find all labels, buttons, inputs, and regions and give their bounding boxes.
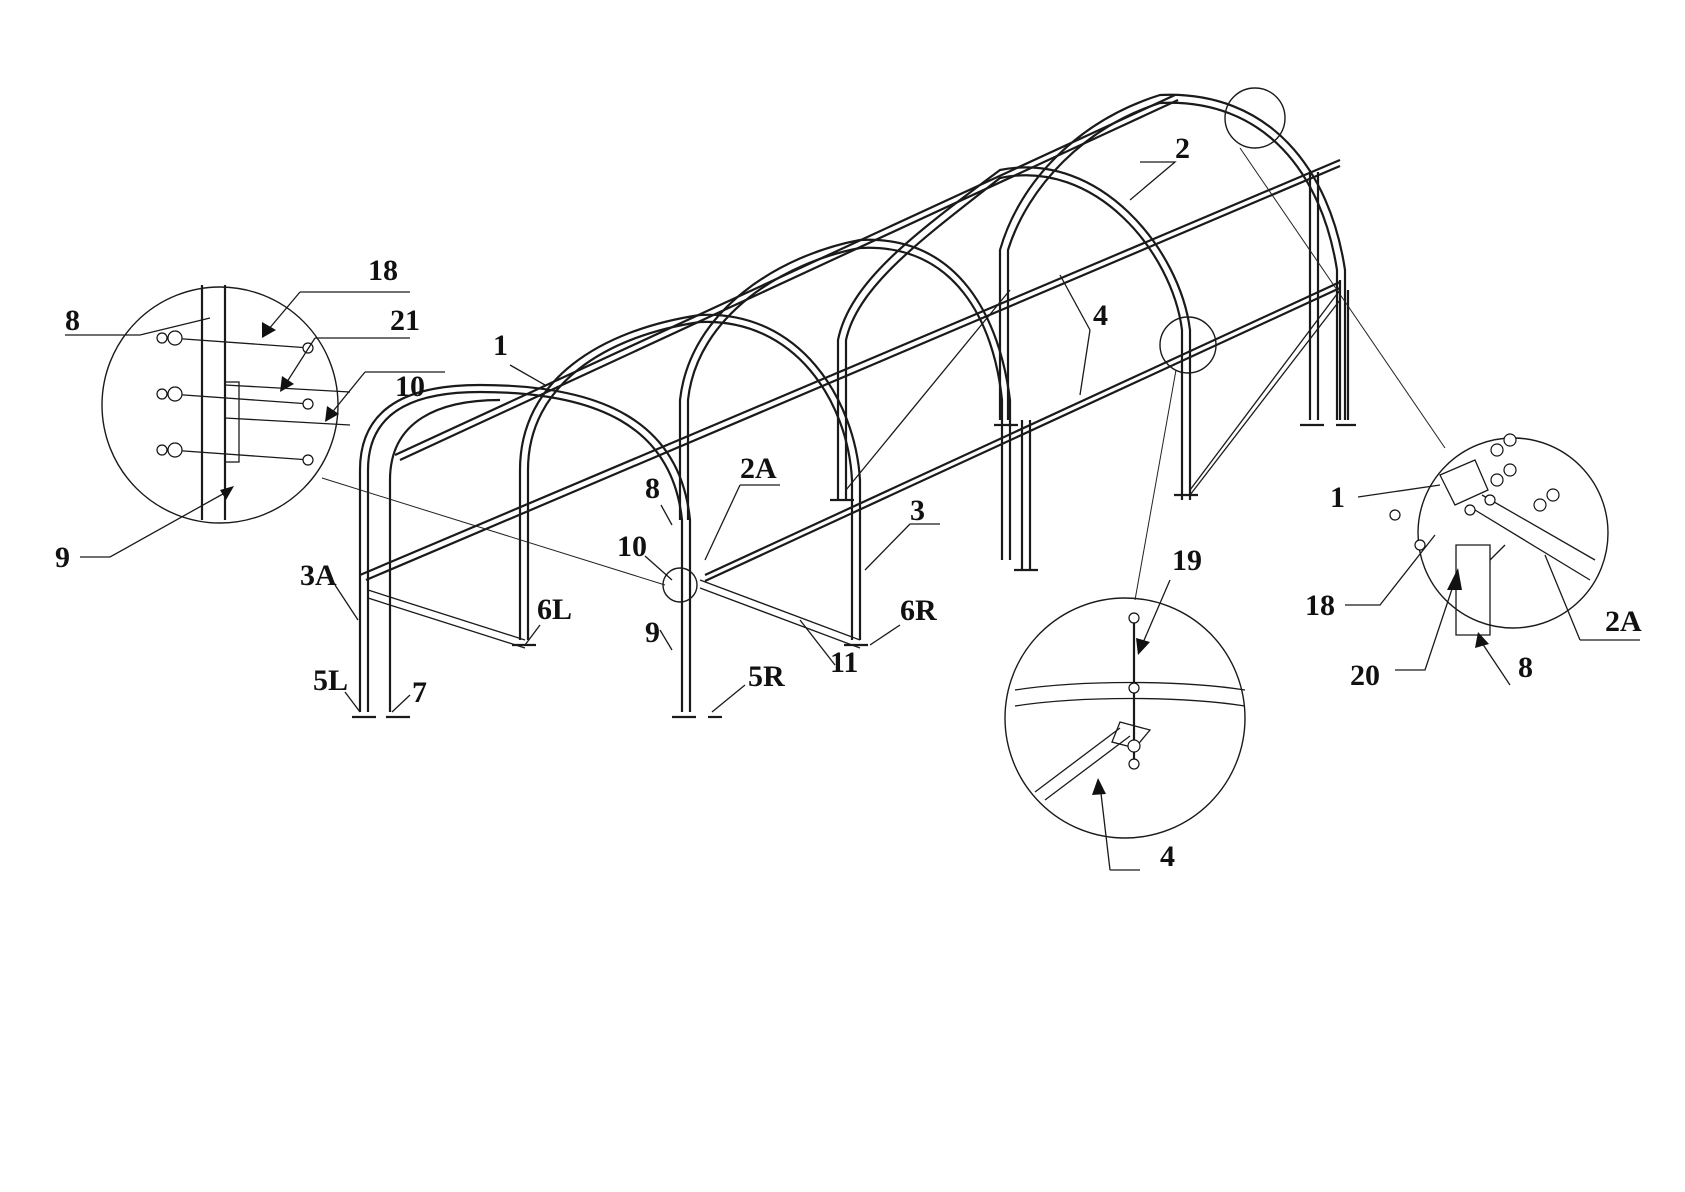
detail-circle-bottom <box>1005 598 1245 838</box>
leader-7 <box>392 695 410 712</box>
label-4-main: 4 <box>1093 299 1108 332</box>
leader-4-main <box>1060 275 1090 395</box>
leader-18-left-arrow <box>268 292 300 330</box>
label-3: 3 <box>910 494 925 527</box>
label-2A-right: 2A <box>1605 605 1642 638</box>
arch-5-rear <box>1000 95 1348 420</box>
ref-circle-mid <box>1160 317 1216 373</box>
side-purlins <box>360 160 1340 581</box>
leader-right-detail <box>1240 148 1445 448</box>
label-6L: 6L <box>537 593 572 626</box>
label-1-main: 1 <box>493 329 508 362</box>
leader-9-main <box>660 630 672 650</box>
label-9-left: 9 <box>55 541 70 574</box>
label-10-main: 10 <box>617 530 647 563</box>
label-8-left: 8 <box>65 304 80 337</box>
arrow-18-left <box>262 322 276 338</box>
leader-5R <box>712 685 745 712</box>
label-21: 21 <box>390 304 420 337</box>
label-8-right: 8 <box>1518 651 1533 684</box>
label-19: 19 <box>1172 544 1202 577</box>
leader-2 <box>1130 162 1175 200</box>
arrow-20 <box>1447 568 1462 590</box>
leader-3 <box>865 524 940 570</box>
leader-10-main <box>645 556 672 580</box>
label-3A: 3A <box>300 559 337 592</box>
label-1-right: 1 <box>1330 481 1345 514</box>
leader-9-left <box>80 490 230 557</box>
leader-1-main <box>510 365 545 385</box>
arrow-19 <box>1136 638 1150 655</box>
label-18-left: 18 <box>368 254 398 287</box>
leader-4-bottom <box>1100 785 1140 870</box>
label-2: 2 <box>1175 132 1190 165</box>
label-20: 20 <box>1350 659 1380 692</box>
ref-circle-top <box>1225 88 1285 148</box>
arrow-21 <box>280 376 294 392</box>
label-9-main: 9 <box>645 616 660 649</box>
label-7: 7 <box>412 676 427 709</box>
bottom-detail-parts <box>1015 613 1245 800</box>
arrow-4-bottom <box>1092 778 1106 795</box>
label-4-bottom: 4 <box>1160 840 1175 873</box>
leader-19 <box>1142 580 1170 645</box>
right-detail-parts <box>1390 434 1595 635</box>
center-leg <box>1022 420 1030 570</box>
leader-21-arrow <box>285 338 315 385</box>
arrow-9-left <box>220 486 234 500</box>
leader-3A <box>335 585 358 620</box>
label-10-left: 10 <box>395 370 425 403</box>
label-2A-main: 2A <box>740 452 777 485</box>
ref-circle-front <box>663 568 697 602</box>
left-detail-parts <box>157 285 350 520</box>
bottom-braces <box>368 290 1340 648</box>
leader-20 <box>1395 580 1455 670</box>
label-18-right: 18 <box>1305 589 1335 622</box>
label-5R: 5R <box>748 660 785 693</box>
label-11: 11 <box>830 646 858 679</box>
leader-2A-main <box>705 485 780 560</box>
leader-bottom-detail <box>1135 370 1176 600</box>
label-5L: 5L <box>313 664 348 697</box>
label-6R: 6R <box>900 594 937 627</box>
arch-4 <box>838 167 1190 500</box>
leader-8-main <box>661 505 672 525</box>
label-8-main: 8 <box>645 472 660 505</box>
leader-8-right <box>1480 640 1510 685</box>
leader-6R <box>870 625 900 645</box>
